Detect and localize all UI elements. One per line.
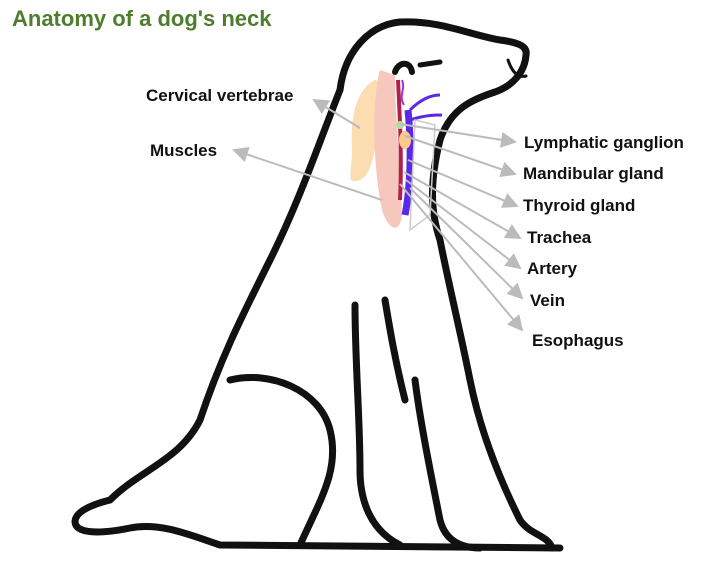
mandibular-gland-shape bbox=[399, 131, 411, 149]
vein bbox=[401, 109, 414, 216]
label-cervical-vertebrae: Cervical vertebrae bbox=[146, 86, 294, 105]
label-artery: Artery bbox=[527, 259, 578, 278]
label-muscles: Muscles bbox=[150, 141, 218, 160]
label-esophagus: Esophagus bbox=[532, 331, 624, 350]
label-vein: Vein bbox=[530, 291, 565, 310]
diagram-title: Anatomy of a dog's neck bbox=[12, 6, 272, 31]
label-mandibular-gland: Mandibular gland bbox=[523, 164, 664, 183]
trachea bbox=[409, 119, 436, 232]
dog-outline bbox=[71, 18, 564, 552]
leader-lines bbox=[232, 98, 524, 332]
label-trachea: Trachea bbox=[527, 228, 592, 247]
nerve bbox=[400, 79, 405, 106]
label-thyroid-gland: Thyroid gland bbox=[523, 196, 636, 215]
label-lymphatic-ganglion: Lymphatic ganglion bbox=[524, 133, 684, 152]
neck-anatomy bbox=[350, 70, 443, 232]
muscles bbox=[374, 70, 402, 228]
